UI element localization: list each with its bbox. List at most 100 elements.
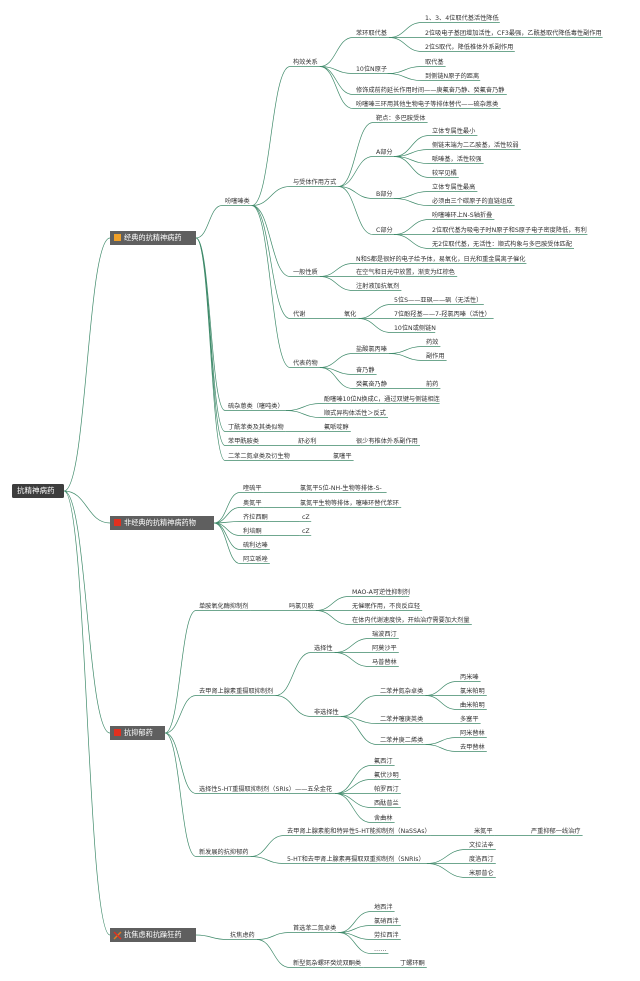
branch-sri: 选择性5-HT重摄取抑制剂（SRIs）——五朵金花 [199, 785, 332, 793]
node-mirtazapine: 米氮平 [474, 827, 493, 835]
leaf-sar-1: 2位吸电子基团增加活性，CF3最强，乙酰基取代降低毒性副作用 [425, 29, 602, 37]
leaf-atypical-0: 氯氮平5位-NH-生物等排体-S- [300, 484, 382, 492]
leaf-tx-0: 酚噻嗪10位N换成C，通过双键与侧链相连 [324, 395, 441, 403]
leaf-buspirone: 丁螺环酮 [400, 959, 425, 967]
node-part-c: C部分 [376, 226, 393, 234]
leaf-cpz-0: 药效 [426, 338, 438, 346]
leaf-clotiapine: 氯噻平 [333, 452, 352, 460]
category-label-3: 抗焦虑和抗躁狂药 [124, 930, 182, 939]
node-fluphenazine-dec: 癸氟奋乃静 [356, 380, 387, 388]
leaf-atypical-1: 氯氮平生物等排体，噻嗪环替代苯环 [300, 499, 399, 507]
leaf-ox-0: 5位S——亚砜——砜（无活性） [394, 296, 482, 304]
branch-nri: 去甲肾上腺素重摄取抑制剂 [199, 687, 273, 695]
branch-thioxanthenes: 硫杂蒽类（噻吨类） [228, 402, 284, 410]
node-dibenzocycloheptadienes: 二苯并庚二烯类 [380, 736, 423, 744]
leaf-sri-0: 氟西汀 [374, 757, 393, 765]
node-benzene-sub: 苯环取代基 [356, 29, 387, 37]
leaf-prop-1: 在空气和日光中放置，渐变为红棕色 [356, 268, 455, 276]
category-node-1 [110, 516, 214, 530]
leaf-moclo-0: MAO-A可逆性抑制剂 [352, 588, 410, 596]
leaf-a-1: 侧链末端为二乙胺基，活性较弱 [432, 141, 519, 149]
node-sar: 构效关系 [293, 58, 318, 66]
leaf-sri-4: 舍曲林 [374, 814, 393, 822]
node-part-b: B部分 [376, 190, 393, 198]
leaf-sel-1: 阿莫沙平 [372, 644, 397, 652]
leaf-n10-0: 取代基 [425, 58, 444, 66]
leaf-cpz-1: 副作用 [426, 352, 445, 360]
category-node-0 [110, 231, 196, 245]
node-oxidation: 氧化 [344, 310, 356, 318]
leaf-a-0: 立体专属性最小 [432, 127, 476, 135]
leaf-tca-1: 氯米帕明 [460, 687, 485, 695]
leaf-doxepin: 多塞平 [460, 715, 479, 723]
leaf-atypical-2: cZ [302, 514, 310, 521]
leaf-b-1: 必须由三个碳原子的直链组成 [432, 197, 512, 205]
leaf-c-1: 2位取代基为吸电子时N原子和S原子电子密度降低，有利 [432, 226, 587, 234]
branch-atypical-4: 硫利达嗪 [243, 541, 268, 549]
branch-new-antidepressants: 新发展的抗抑郁药 [199, 848, 249, 856]
leaf-prop-0: N和S都是很好的电子给予体，易氧化，日光和重金属离子催化 [356, 255, 525, 263]
node-dibenzoxepines: 二苯并噻庚英类 [380, 715, 423, 723]
branch-atypical-5: 阿立哌唑 [243, 555, 268, 563]
leaf-tca-2: 曲米帕明 [460, 701, 485, 709]
leaf-b-0: 立体专属性最高 [432, 183, 475, 191]
branch-phenothiazines: 吩噻嗪类 [225, 197, 250, 205]
branch-anxiolytics: 抗焦虑药 [230, 931, 255, 939]
branch-atypical-2: 齐拉西酮 [243, 513, 268, 521]
leaf-moclo-2: 在体内代谢速度快，开始治疗需要加大剂量 [352, 616, 470, 624]
leaf-thioxanthene: 吩噻嗪三环用其他生物电子等排体替代——硫杂蒽类 [356, 100, 498, 108]
leaf-ami-1: 去甲替林 [460, 743, 485, 751]
node-part-a: A部分 [376, 148, 393, 156]
node-receptor: 与受体作用方式 [293, 178, 336, 186]
leaf-bzd-3: …… [374, 946, 386, 953]
leaf-c-2: 无2位取代基，无活性：顺式构象与多巴胺受体匹配 [432, 240, 572, 248]
leaf-prop-2: 注射液加抗氧剂 [356, 282, 399, 290]
leaf-prodrug: 修饰成前药延长作用时间——庚氟奋乃静、癸氟奋乃静 [356, 86, 505, 94]
leaf-sel-0: 瑞波西汀 [372, 630, 397, 638]
leaf-n10-1: 到侧链N原子的距离 [425, 72, 479, 80]
leaf-bzd-1: 氯硝西泮 [374, 917, 399, 925]
category-label-2: 抗抑郁药 [124, 728, 153, 737]
leaf-snri-2: 米那普仑 [469, 869, 494, 877]
leaf-haloperidol: 氟哌啶醇 [324, 423, 349, 431]
leaf-bzd-0: 地西泮 [374, 903, 393, 911]
pick-icon [113, 931, 122, 940]
node-representative: 代表药物 [293, 359, 318, 367]
branch-butyrophenones: 丁酰苯类及其类似物 [228, 423, 284, 431]
node-dibenzazepines: 二苯并氮杂卓类 [380, 687, 423, 695]
leaf-a-2: 哌嗪基，活性较强 [432, 155, 482, 163]
leaf-sri-1: 氟伏沙明 [374, 771, 399, 779]
leaf-a-3: 较罕见橘 [432, 169, 457, 177]
leaf-prodrug-2: 前药 [426, 380, 438, 388]
root-node [12, 484, 64, 498]
leaf-mirtazapine: 严重抑郁一线治疗 [531, 827, 581, 835]
red-square-icon [114, 519, 121, 526]
leaf-sri-3: 西酞普兰 [374, 799, 399, 807]
leaf-ox-2: 10位N或侧链N [394, 324, 436, 332]
leaf-bzd-2: 劳拉西泮 [374, 931, 399, 939]
leaf-sri-2: 帕罗西汀 [374, 785, 399, 793]
leaf-sar-0: 1、3、4位取代基活性降低 [425, 14, 499, 22]
orange-square-icon [114, 234, 121, 241]
root-node-label: 抗精神病药 [17, 485, 55, 495]
node-nonselective: 非选择性 [314, 708, 339, 716]
branch-dibenzodiazepines: 二苯二氮卓类及衍生物 [228, 452, 290, 460]
leaf-snri-1: 度洛西汀 [469, 855, 494, 863]
red-square-icon [114, 729, 121, 736]
branch-maoi: 单胺氧化酶抑制剂 [199, 602, 249, 610]
node-properties: 一般性质 [293, 268, 318, 276]
category-node-3 [110, 928, 196, 942]
leaf-target: 靶点：多巴胺受体 [376, 114, 426, 122]
node-azaspirodecanediones: 新型氮杂螺环癸烷双酮类 [293, 959, 361, 967]
node-benzodiazepines: 首选苯二氮卓类 [293, 924, 336, 932]
category-label-1: 非经典的抗精神病药物 [124, 518, 196, 527]
branch-atypical-1: 奥氮平 [243, 499, 262, 507]
leaf-sulpiride: 很少有椎体外系副作用 [356, 437, 418, 445]
node-nassa: 去甲肾上腺素能和特异性5-HT能抑制剂（NaSSAs） [287, 827, 431, 835]
branch-benzamides: 苯甲酰胺类 [228, 437, 259, 445]
leaf-ami-0: 阿米替林 [460, 729, 485, 737]
node-n10: 10位N原子 [356, 65, 387, 73]
branch-atypical-3: 利培酮 [243, 527, 262, 535]
leaf-tca-0: 丙米嗪 [460, 673, 479, 681]
